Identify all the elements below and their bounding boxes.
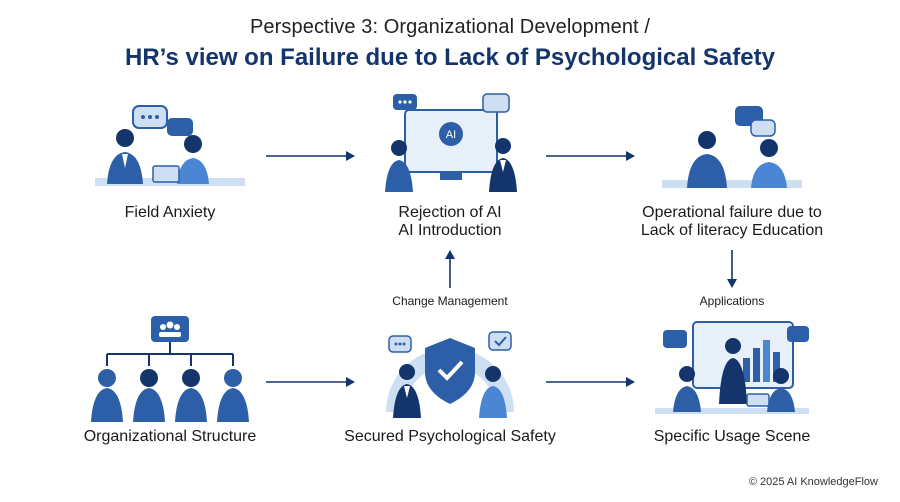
arrow-field-to-rejection	[266, 151, 355, 161]
arrow-rejection-to-failure	[546, 151, 635, 161]
message-bubble-icon	[787, 326, 809, 342]
psychological-safety-illustration	[386, 331, 514, 418]
node-label: Organizational Structure	[83, 428, 257, 445]
group-icon	[151, 316, 189, 342]
arrow-safety-up-to-rejection	[445, 250, 455, 288]
node-rejection-of-ai: AI Rejection of AI AI Introduction	[330, 88, 570, 240]
node-label: Secured Psychological Safety	[344, 428, 556, 445]
check-bubble-icon	[488, 331, 512, 351]
anxious-workers-illustration	[95, 105, 245, 186]
arrow-safety-to-usage	[546, 377, 635, 387]
node-field-anxiety: Field Anxiety	[50, 88, 290, 222]
copyright-footer: © 2025 AI KnowledgeFlow	[748, 476, 878, 488]
node-label: Rejection of AI AI Introduction	[398, 204, 502, 239]
shield-icon	[425, 338, 475, 404]
connector-applications: Applications	[699, 294, 765, 308]
node-operational-failure: Operational failure due to Lack of liter…	[612, 88, 852, 240]
org-chart-illustration	[91, 316, 249, 422]
connector-change-management: Change Management	[392, 294, 508, 308]
ai-screen-text: AI	[446, 129, 456, 141]
node-organizational-structure: Organizational Structure	[50, 312, 290, 446]
title-line-2: HR’s view on Failure due to Lack of Psyc…	[125, 44, 775, 71]
node-usage-scene: Specific Usage Scene	[612, 312, 852, 446]
usage-scene-illustration	[655, 321, 809, 414]
speech-bubble-icon	[132, 105, 193, 136]
arrow-org-to-safety	[266, 377, 355, 387]
node-label: Operational failure due to Lack of liter…	[640, 204, 824, 239]
node-label: Specific Usage Scene	[653, 428, 811, 445]
arrow-failure-down-to-usage	[727, 250, 737, 288]
discussion-illustration	[662, 106, 802, 188]
chat-bubble-icon	[663, 330, 687, 348]
bar-chart-icon	[743, 340, 780, 382]
ai-screen-presentation-illustration: AI	[385, 93, 517, 192]
node-psychological-safety: Secured Psychological Safety	[330, 312, 570, 446]
title-line-1: Perspective 3: Organizational Developmen…	[249, 16, 651, 38]
message-bubble-icon	[482, 93, 510, 113]
node-label: Field Anxiety	[124, 204, 216, 221]
